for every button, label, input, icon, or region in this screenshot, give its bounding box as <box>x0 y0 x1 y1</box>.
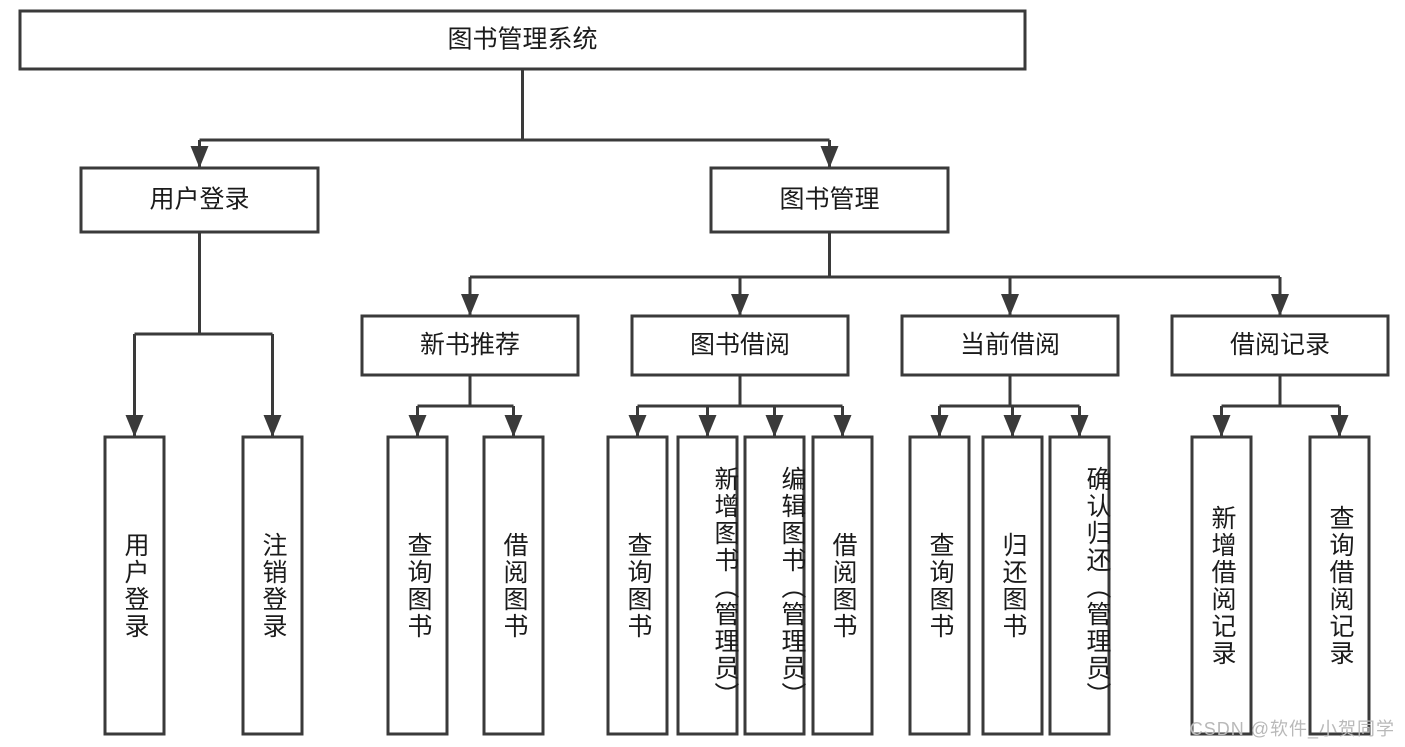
node-label-user-login: 用户登录 <box>149 186 249 214</box>
node-box-book-borrow[interactable] <box>630 314 850 377</box>
edges-layer <box>125 69 1349 437</box>
arrow-head-current-borrow-to-leaf-query-book-cur <box>930 415 949 437</box>
node-box-current-borrow[interactable] <box>900 314 1120 377</box>
node-box-root <box>18 9 1027 71</box>
node-box-leaf-query-book-borrow[interactable] <box>606 435 669 736</box>
node-box-borrow-record[interactable] <box>1170 314 1390 377</box>
node-box-leaf-query-record[interactable] <box>1308 435 1371 736</box>
arrow-head-book-manage-to-new-book-recommend <box>461 294 479 316</box>
arrow-head-user-login-to-leaf-user-logout <box>263 415 282 437</box>
node-box-leaf-query-book-rec[interactable] <box>386 435 449 736</box>
node-box-leaf-edit-book[interactable] <box>743 435 806 736</box>
node-box-user-login[interactable] <box>79 166 320 234</box>
node-box-leaf-user-logout[interactable] <box>241 435 304 736</box>
arrow-head-root-to-book-manage <box>820 146 839 168</box>
node-box-leaf-borrow-book[interactable] <box>811 435 874 736</box>
arrow-head-book-manage-to-current-borrow <box>1001 294 1019 316</box>
arrow-head-user-login-to-leaf-user-login <box>125 415 144 437</box>
node-label-new-book-recommend: 新书推荐 <box>420 331 520 359</box>
node-box-leaf-add-book[interactable] <box>676 435 739 736</box>
node-label-current-borrow: 当前借阅 <box>960 331 1060 359</box>
arrow-head-new-book-recommend-to-leaf-borrow-book-rec <box>504 415 523 437</box>
arrow-head-root-to-user-login <box>190 146 209 168</box>
node-box-leaf-add-record[interactable] <box>1190 435 1253 736</box>
arrow-head-book-manage-to-borrow-record <box>1271 294 1289 316</box>
node-box-leaf-borrow-book-rec[interactable] <box>482 435 545 736</box>
arrow-head-book-manage-to-book-borrow <box>731 294 749 316</box>
node-box-leaf-user-login[interactable] <box>103 435 166 736</box>
node-box-new-book-recommend[interactable] <box>360 314 580 377</box>
arrow-head-book-borrow-to-leaf-edit-book <box>765 415 784 437</box>
arrow-head-current-borrow-to-leaf-confirm-return <box>1070 415 1089 437</box>
node-box-book-manage[interactable] <box>709 166 950 234</box>
node-box-leaf-confirm-return[interactable] <box>1048 435 1111 736</box>
arrow-head-borrow-record-to-leaf-add-record <box>1212 415 1231 437</box>
arrow-head-book-borrow-to-leaf-add-book <box>698 415 717 437</box>
node-label-book-manage: 图书管理 <box>779 186 879 214</box>
arrow-head-new-book-recommend-to-leaf-query-book-rec <box>408 415 427 437</box>
node-label-root: 图书管理系统 <box>447 26 597 54</box>
node-label-book-borrow: 图书借阅 <box>690 331 790 359</box>
arrow-head-borrow-record-to-leaf-query-record <box>1330 415 1349 437</box>
arrow-head-book-borrow-to-leaf-query-book-borrow <box>628 415 647 437</box>
boxes-layer <box>18 9 1390 736</box>
node-box-leaf-query-book-cur[interactable] <box>908 435 971 736</box>
node-label-borrow-record: 借阅记录 <box>1230 331 1330 359</box>
arrow-head-book-borrow-to-leaf-borrow-book <box>833 415 852 437</box>
node-box-leaf-return-book[interactable] <box>981 435 1044 736</box>
arrow-head-current-borrow-to-leaf-return-book <box>1003 415 1022 437</box>
